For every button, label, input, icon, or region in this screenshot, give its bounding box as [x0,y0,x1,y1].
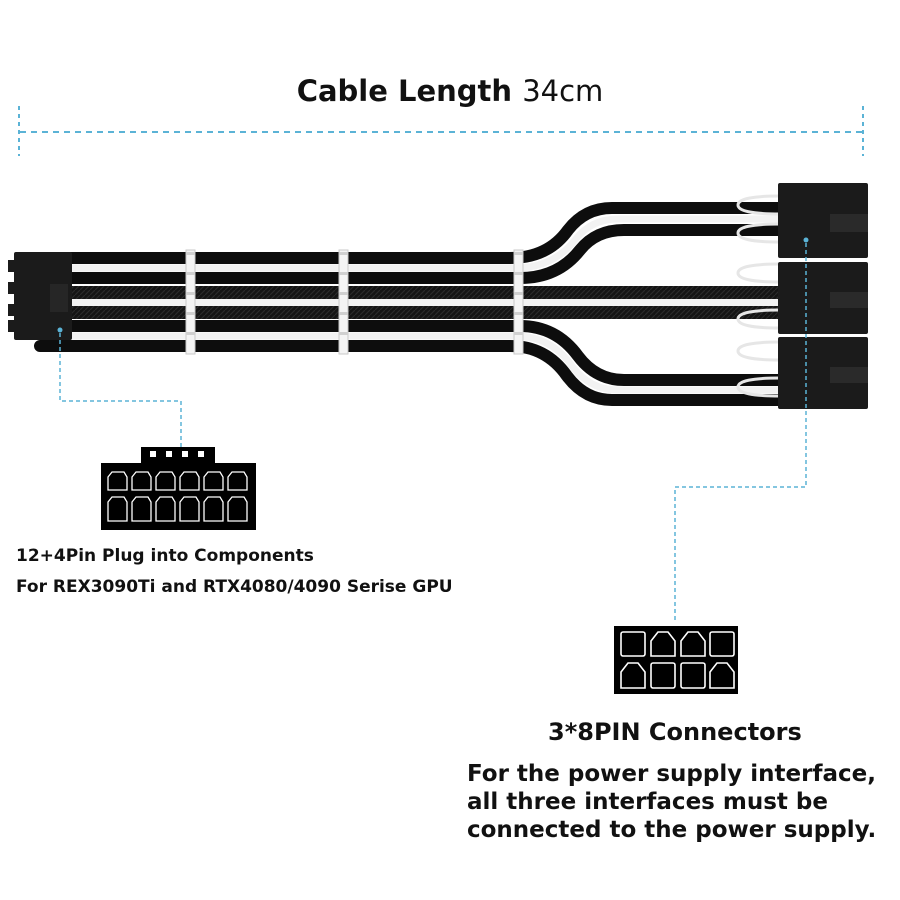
callout-line-connectors [674,243,807,620]
plug-12-4pin-face-diagram [101,447,256,530]
plug-caption-line1: 12+4Pin Plug into Components [16,546,314,566]
cable-length-label: Cable Length 34cm [0,74,900,108]
cable-comb [513,249,524,355]
plug-caption-line2: For REX3090Ti and RTX4080/4090 Serise GP… [16,577,453,597]
connector-8pin-face-diagram [614,626,738,694]
callout-line-plug [59,333,182,452]
cable-comb [338,249,349,355]
cable-length-dimension-line [18,106,864,156]
plug-12-4pin-side-view [8,252,72,340]
cable-length-text: Cable Length [296,74,513,108]
connector-8pin-side-view-2 [736,262,868,334]
cable-comb [185,249,196,355]
cable-length-value: 34cm [522,74,604,108]
cable-bundle [34,202,796,406]
connectors-title: 3*8PIN Connectors [548,718,802,746]
connector-8pin-side-view-1 [736,183,868,258]
connectors-description: For the power supply interface, all thre… [467,761,877,843]
connector-8pin-side-view-3 [736,337,868,409]
